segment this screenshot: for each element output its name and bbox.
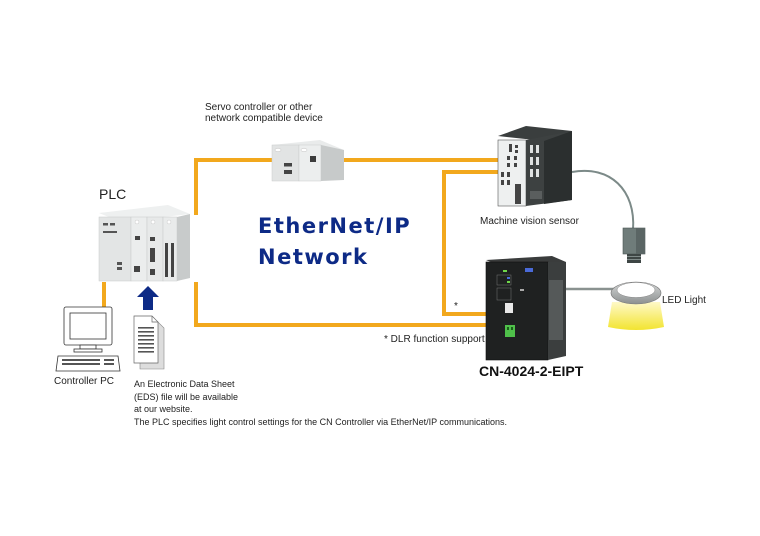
led-ring-light-icon [608,281,664,330]
servo-label-line1: Servo controller or other [205,102,313,113]
plc-label: PLC [99,186,127,202]
led-light-label: LED Light [662,295,706,306]
machine-vision-sensor-icon [497,126,572,207]
camera-icon [622,227,646,263]
vision-sensor-label: Machine vision sensor [480,216,579,227]
controller-pc-label: Controller PC [54,376,115,387]
servo-label-line2: network compatible device [205,113,323,124]
dlr-asterisk: * [454,301,458,312]
eds-note-line2: (EDS) file will be available [134,392,239,402]
dlr-note: * DLR function support [384,334,485,345]
network-title-line1: EtherNet/IP [258,214,412,238]
upload-arrow-icon [137,286,159,310]
cable-plc-to-servo [194,158,272,215]
cn-controller-icon [485,256,566,361]
eds-document-icon [133,315,165,370]
cable-plc-to-cn [194,282,492,327]
eds-note-line1: An Electronic Data Sheet [134,379,235,389]
cn-controller-model-label: CN-4024-2-EIPT [479,363,584,379]
network-title-line2: Network [258,245,369,269]
ethernet-cables [102,158,500,327]
eds-note-line3: at our website. [134,404,193,414]
controller-pc-icon [55,306,121,372]
camera-cable [571,169,635,231]
servo-device-icon [271,140,344,182]
plc-icon [98,205,190,282]
description-note: The PLC specifies light control settings… [134,417,507,427]
cable-vision-to-cn [442,170,500,316]
